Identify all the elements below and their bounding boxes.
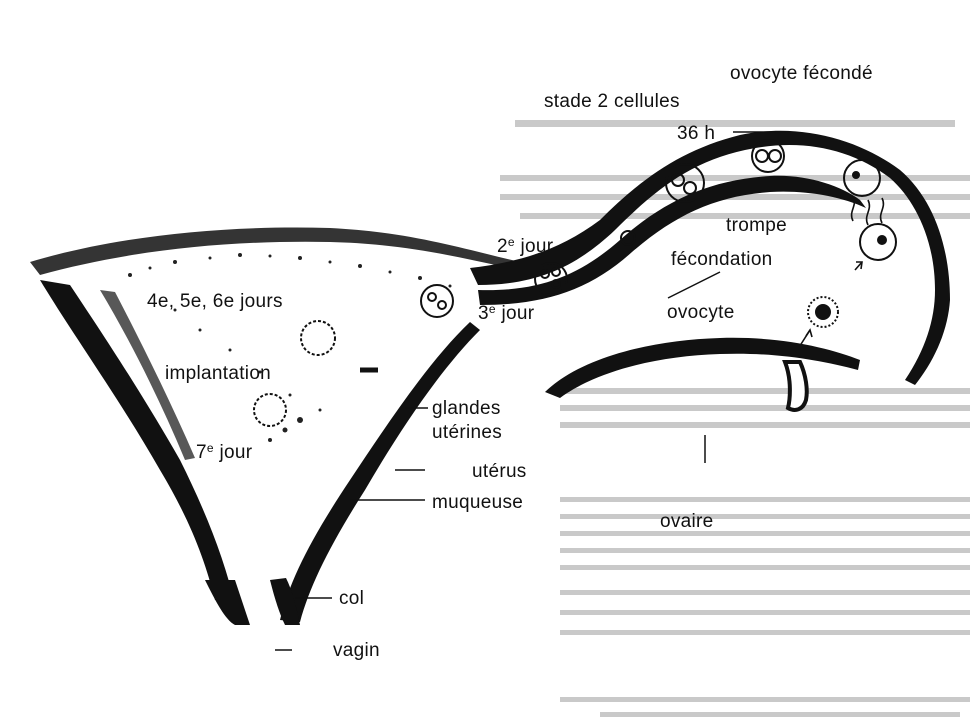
bleed-through-text <box>500 120 970 717</box>
label-2e-jour-num: 2 <box>497 236 508 257</box>
label-2e-jour-word: jour <box>520 236 553 257</box>
label-2e-jour: 2e jour <box>497 236 553 256</box>
ovary <box>545 338 860 410</box>
label-fecondation: fécondation <box>671 250 773 269</box>
label-trompe: trompe <box>726 216 787 235</box>
label-2e-jour-sup: e <box>508 235 515 249</box>
label-uterines: utérines <box>432 423 502 442</box>
label-ovocyte: ovocyte <box>667 303 735 322</box>
label-7e-jour: 7e jour <box>196 442 252 462</box>
label-7e-jour-sup: e <box>207 441 214 455</box>
label-ovocyte-feconde: ovocyte fécondé <box>730 64 873 83</box>
label-7e-jour-num: 7 <box>196 442 207 463</box>
label-7e-jour-word: jour <box>219 442 252 463</box>
label-uterus: utérus <box>472 462 527 481</box>
label-4-5-6-jours: 4e, 5e, 6e jours <box>147 292 283 311</box>
label-36h: 36 h <box>677 124 715 143</box>
label-3e-jour-sup: e <box>489 302 496 316</box>
label-3e-jour-num: 3 <box>478 303 489 324</box>
label-muqueuse: muqueuse <box>432 493 523 512</box>
label-stade-2-cellules: stade 2 cellules <box>544 92 680 111</box>
label-implantation: implantation <box>165 364 271 383</box>
label-vagin: vagin <box>333 641 380 660</box>
arrows <box>796 196 883 352</box>
label-col: col <box>339 589 364 608</box>
label-glandes: glandes <box>432 399 501 418</box>
label-ovaire: ovaire <box>660 512 714 531</box>
label-3e-jour: 3e jour <box>478 303 534 323</box>
label-3e-jour-word: jour <box>501 303 534 324</box>
